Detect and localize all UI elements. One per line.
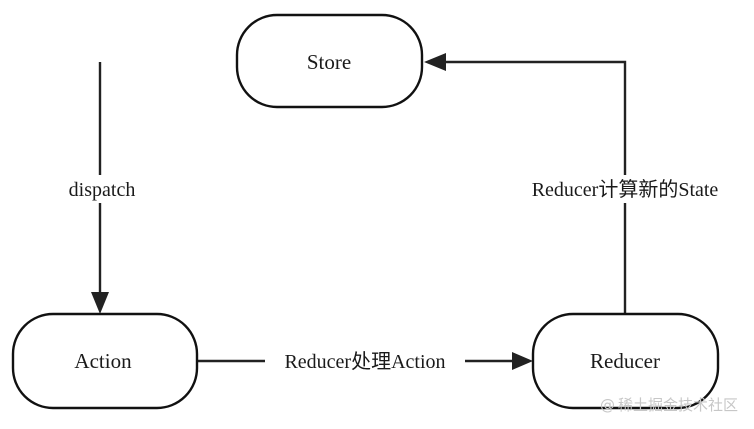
watermark-text: 稀土掘金技术社区 [618,396,739,414]
reducer-label: Reducer [590,349,660,373]
reducer-box [531,312,720,410]
process-action-label-bg [265,347,465,375]
edge-dispatch: dispatch [56,62,146,314]
node-store: Store [235,13,424,109]
compute-state-label-bg [510,175,740,203]
node-reducer: Reducer [531,312,720,410]
store-label: Store [307,50,351,74]
action-label: Action [74,349,132,373]
watermark: @ 稀土掘金技术社区 [600,394,738,415]
dispatch-label: dispatch [69,179,136,201]
arrow-left-icon [424,53,446,71]
node-action: Action [11,312,199,410]
edge-reducer-compute-state: Reducer计算新的State [424,53,740,314]
store-box [235,13,424,109]
compute-state-label: Reducer计算新的State [532,178,719,201]
compute-state-line [446,60,627,314]
process-action-label: Reducer处理Action [284,350,445,373]
edge-reducer-process-action: Reducer处理Action [197,347,533,375]
action-box [11,312,199,410]
arrow-down-icon [91,292,109,314]
watermark-at-symbol: @ [600,395,615,414]
arrow-right-icon [512,352,533,370]
dispatch-label-bg [56,175,146,203]
